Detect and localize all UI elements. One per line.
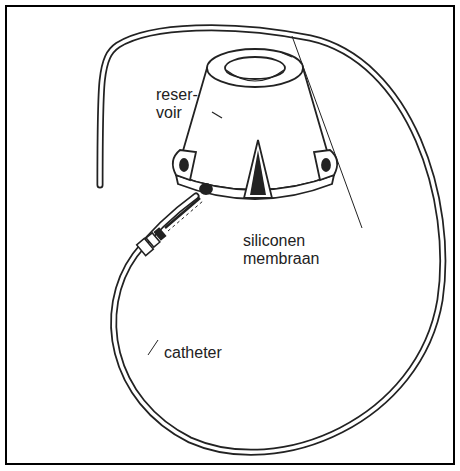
part-label: siliconen membraan <box>243 232 353 268</box>
part-label: reser- voir <box>156 86 206 122</box>
part-label: catheter <box>164 344 254 362</box>
